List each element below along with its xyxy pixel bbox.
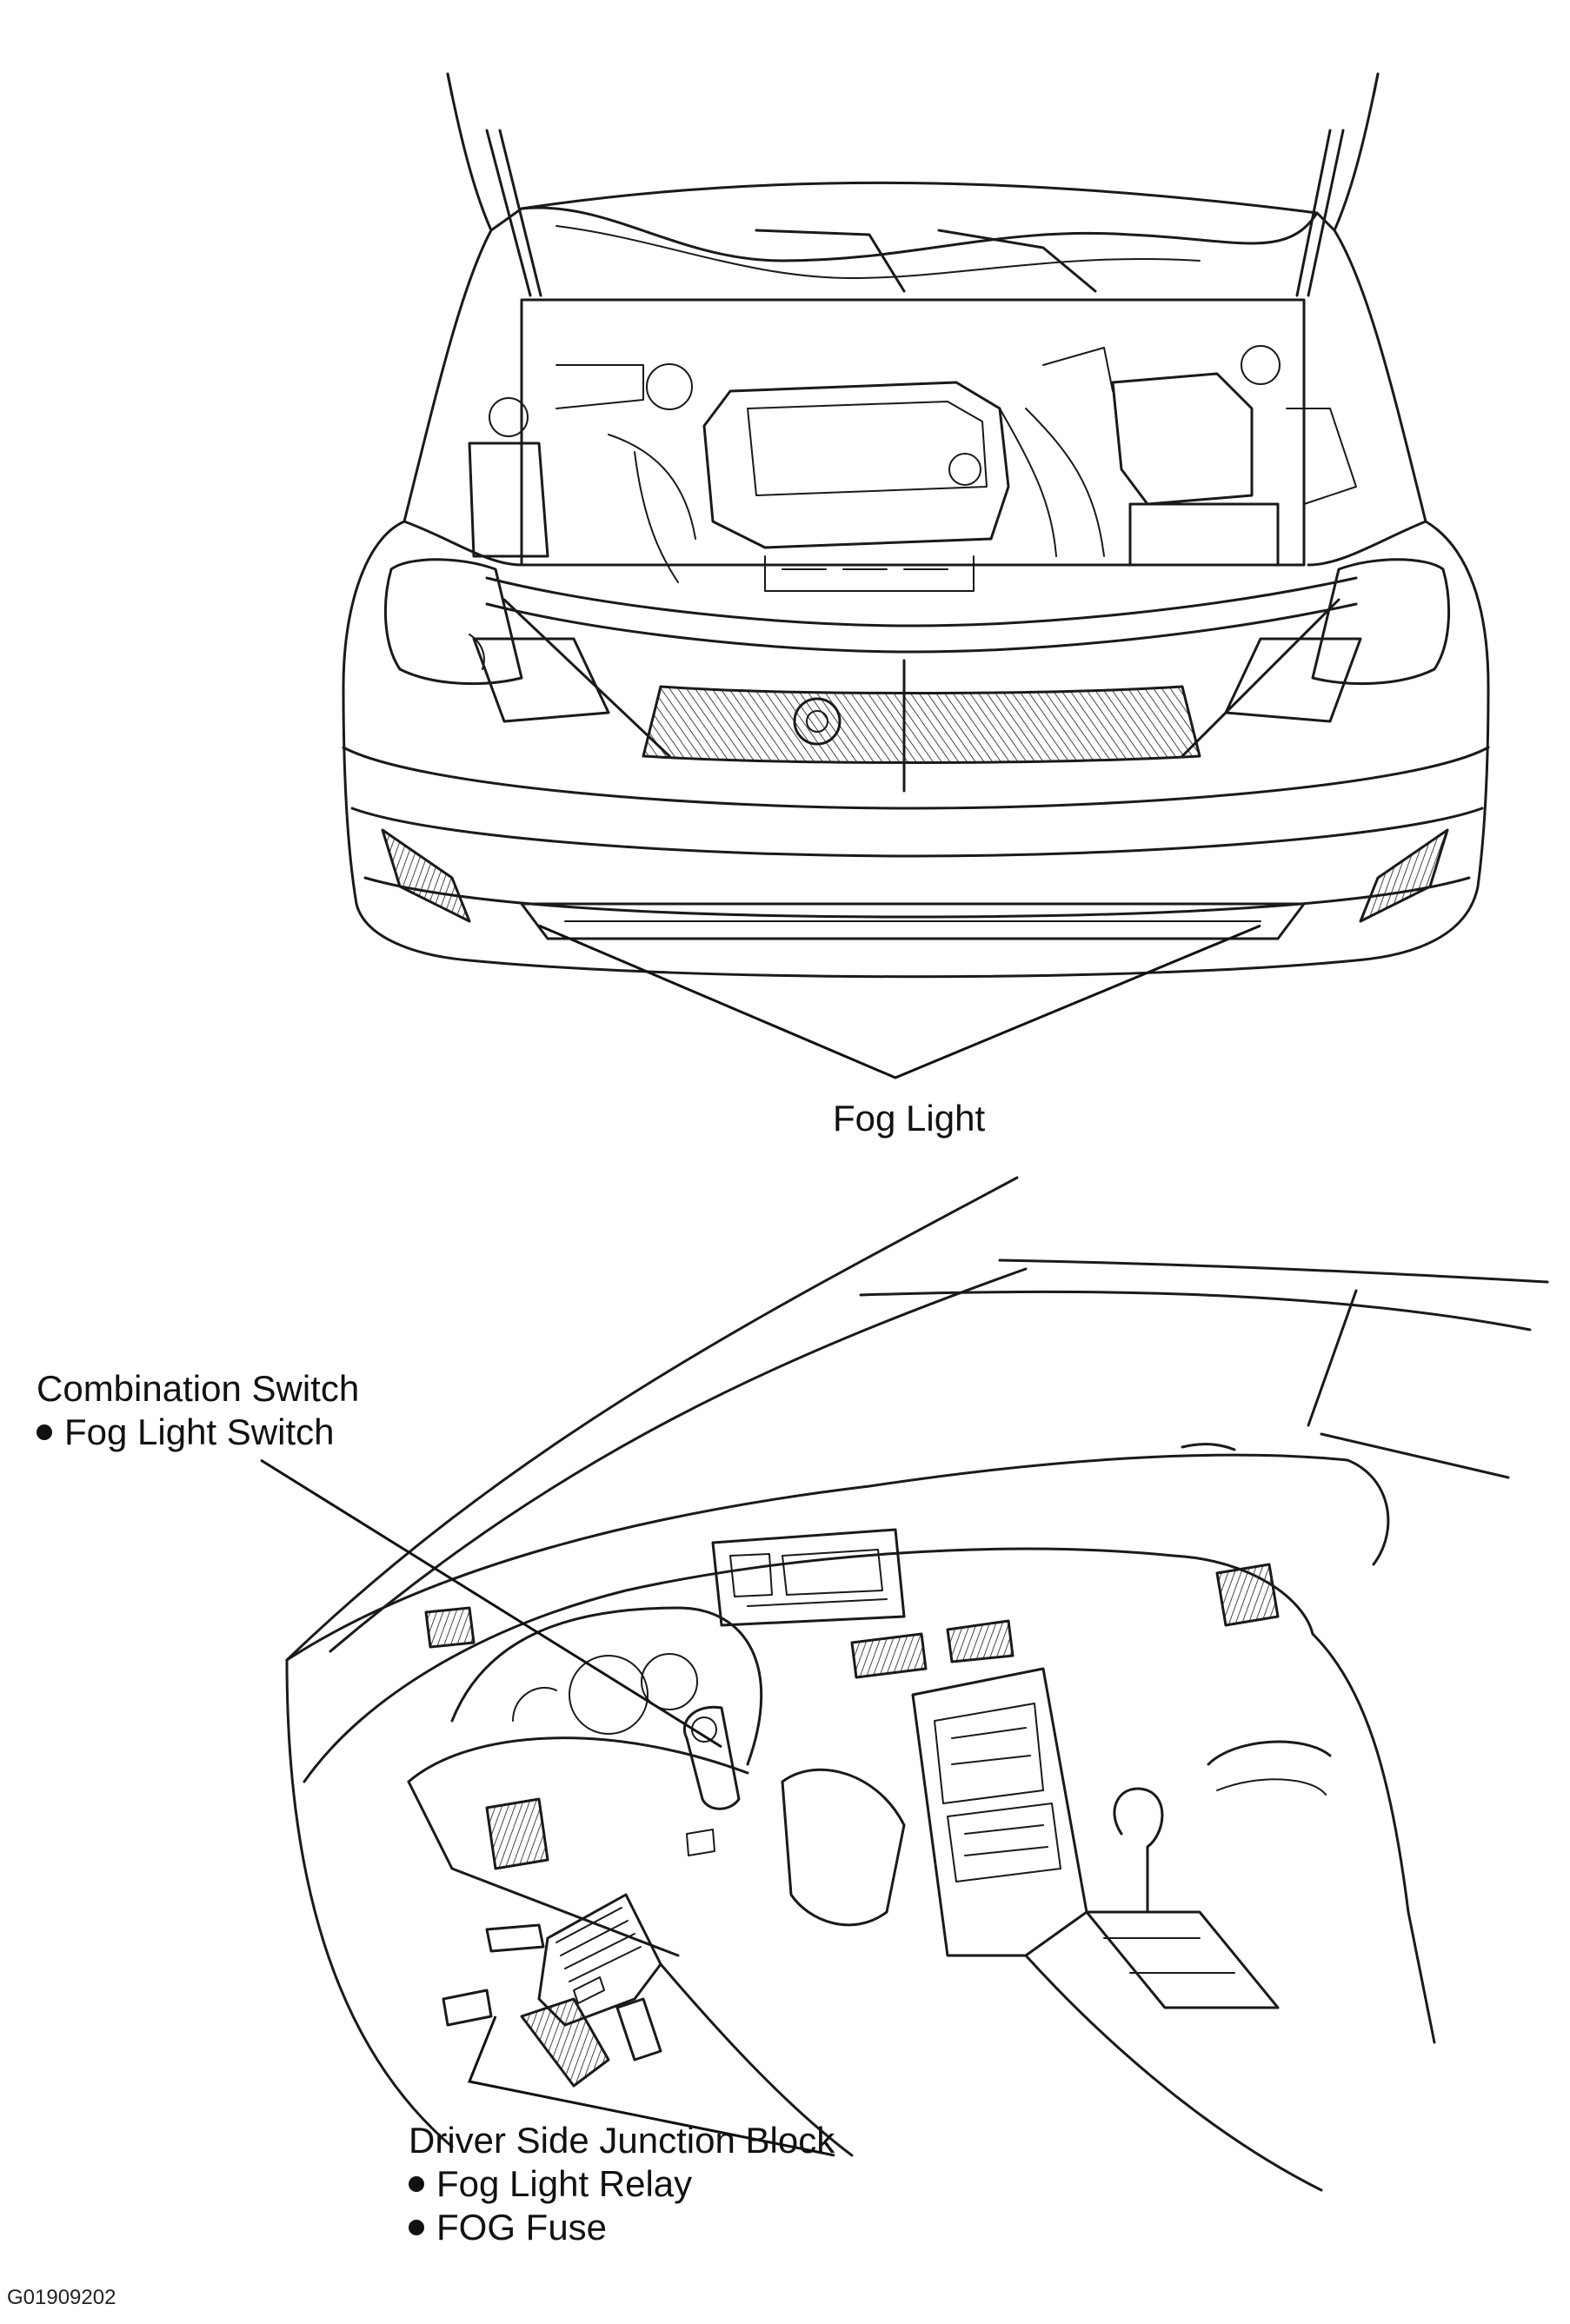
body-outline — [342, 229, 1490, 979]
bullet-icon — [37, 1424, 52, 1440]
fog-light-label-text: Fog Light — [833, 1098, 986, 1139]
front-bumper — [342, 746, 1490, 810]
engine-cover — [702, 381, 1010, 549]
junction-block-leader — [467, 2015, 835, 2157]
fog-fuse-item: FOG Fuse — [409, 2206, 835, 2249]
junction-block-label: Driver Side Junction Block Fog Light Rel… — [409, 2119, 835, 2249]
center-console — [911, 1667, 1088, 1957]
headlight-right — [1311, 558, 1451, 686]
combination-switch — [682, 1705, 741, 1810]
dashboard-illustration — [260, 1176, 1549, 2192]
hood-outline — [446, 72, 1380, 232]
fog-light-relay-item: Fog Light Relay — [409, 2162, 835, 2206]
fog-light-switch-item: Fog Light Switch — [37, 1411, 359, 1454]
fog-fuse-label-text: FOG Fuse — [436, 2207, 608, 2248]
combination-switch-label-text: Combination Switch — [37, 1368, 360, 1409]
hood-strut-right — [1307, 129, 1345, 297]
gear-shifter — [1113, 1787, 1164, 1914]
windshield-frame — [285, 1176, 1019, 1662]
driver-side-junction-block — [537, 1893, 662, 2027]
figure-code: G01909202 — [7, 2286, 116, 2309]
fog-light-switch-label-text: Fog Light Switch — [64, 1411, 335, 1452]
combination-switch-leader — [260, 1458, 722, 1749]
bullet-icon — [409, 2176, 424, 2192]
fog-light-relay-label-text: Fog Light Relay — [436, 2163, 693, 2204]
bullet-icon — [409, 2220, 424, 2235]
hood-strut-left — [485, 129, 532, 297]
dashboard-top — [285, 1453, 1349, 1662]
navigation-display — [711, 1528, 906, 1627]
fog-light-leader — [538, 924, 1261, 1079]
combination-switch-label: Combination Switch Fog Light Switch — [37, 1367, 359, 1454]
fog-light-label: Fog Light — [833, 1097, 985, 1140]
engine-bay-illustration — [342, 72, 1490, 1079]
junction-block-label-text: Driver Side Junction Block — [409, 2120, 835, 2161]
instrument-cluster — [450, 1606, 763, 1766]
headlight-left — [383, 558, 523, 686]
